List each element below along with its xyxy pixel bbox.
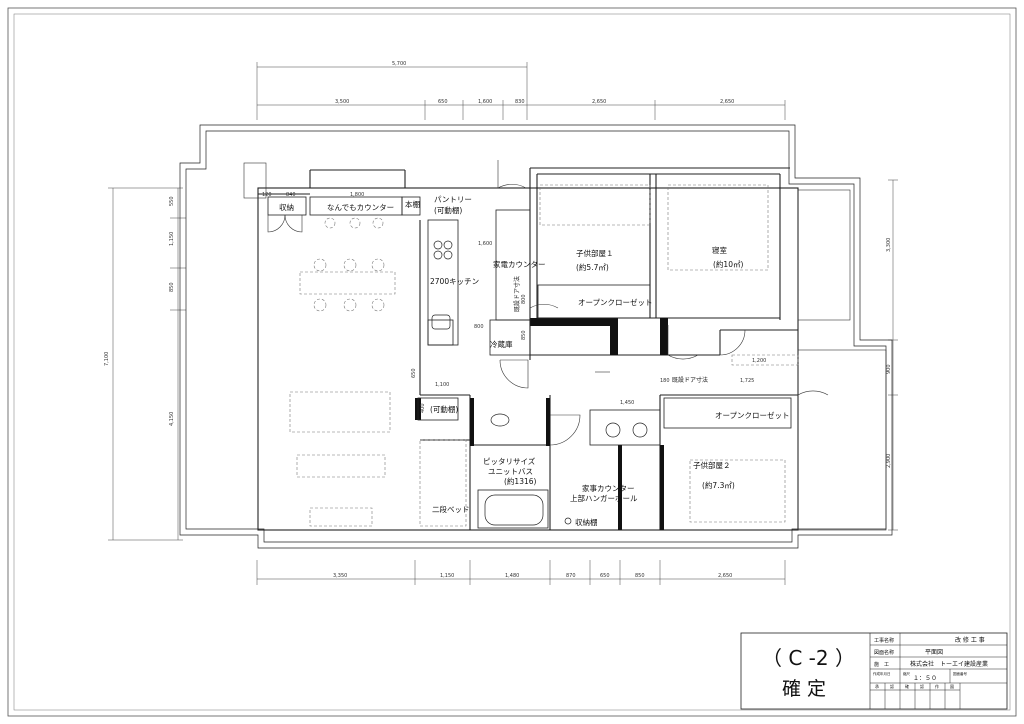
title-row4-scale-label: 縮尺	[903, 671, 911, 676]
dim-top-4: 2,650	[592, 99, 606, 105]
dim-inner-5: 1,725	[740, 378, 754, 384]
label-counter-any: なんでもカウンター	[327, 203, 394, 212]
stamp-status: 確 定	[782, 678, 826, 700]
label-door-note-2: 既設ドア寸法	[513, 276, 521, 312]
label-housework: 家事カウンター	[582, 483, 635, 493]
outer-walls	[179, 124, 893, 549]
dim-bottom-4: 650	[600, 573, 610, 579]
dim-left-1: 1,150	[169, 232, 175, 246]
dim-left-0: 550	[169, 196, 175, 206]
dim-inner-group: 1,800 1,600 1,100 1,450 1,200 1,725 120 …	[262, 192, 766, 413]
label-appliance-counter: 家電カウンター	[493, 259, 546, 269]
dim-top-3: 830	[515, 99, 525, 105]
sheet-border-inner	[13, 13, 1011, 711]
title-row3-label: 施 工	[874, 661, 889, 668]
dim-bottom-6: 2,650	[718, 573, 732, 579]
dim-inner-2: 1,100	[435, 382, 449, 388]
dashed-furniture	[289, 184, 799, 527]
dim-inner-6: 120	[262, 192, 272, 198]
dim-inner-12: 180	[660, 378, 670, 384]
label-pantry-sub: (可動棚)	[434, 205, 462, 215]
label-open-closet-2: オープンクローゼット	[715, 410, 790, 420]
title-row5-4: 作	[935, 683, 939, 689]
dim-right-2: 2,900	[886, 454, 892, 468]
dim-right-group: 3,300 900 2,900	[886, 238, 892, 468]
title-row2-value: 平面図	[925, 649, 943, 656]
dim-inner-8: 800	[474, 324, 484, 330]
dim-top-0: 3,500	[335, 99, 349, 105]
title-row1-value: 改 修 工 事	[955, 636, 985, 644]
dim-left-total: 7,100	[104, 352, 110, 366]
dim-bottom-group: 3,350 1,150 1,480 870 650 850 2,650	[333, 573, 732, 579]
label-bath: ピッタリサイズ	[483, 456, 536, 466]
title-block: （ C -2 ） 確 定 工事名称 改 修 工 事 図面名称 平面図 施 工 株…	[740, 632, 1008, 710]
title-row3-value: 株式会社 トーエイ建設産業	[910, 660, 988, 668]
label-bedroom-area: (約10㎡)	[713, 259, 743, 269]
door-swings	[267, 160, 829, 446]
label-bookshelf: 本棚	[405, 199, 420, 209]
dim-bottom-3: 870	[566, 573, 576, 579]
dim-inner-11: 650	[411, 368, 417, 378]
label-fridge: 冷蔵庫	[490, 339, 513, 349]
title-row1-label: 工事名称	[874, 637, 894, 644]
dim-inner-9: 800	[521, 294, 527, 304]
dim-top-group: 3,500 650 1,600 830 2,650 2,650	[335, 99, 734, 105]
dim-left-2: 850	[169, 282, 175, 292]
dim-right-1: 900	[886, 364, 892, 374]
dim-bottom-0: 3,350	[333, 573, 347, 579]
dim-inner-10: 850	[521, 330, 527, 340]
title-row4-label: 作成年月日	[873, 671, 891, 676]
label-bath-2: ユニットバス	[488, 467, 533, 476]
label-child2: 子供部屋２	[693, 460, 731, 470]
dim-top-2: 1,600	[478, 99, 492, 105]
dim-top-total: 5,700	[392, 61, 406, 67]
dim-top-1: 650	[438, 99, 448, 105]
dim-inner-1: 1,600	[478, 241, 492, 247]
label-door-note-1: 既設ドア寸法	[672, 376, 708, 384]
label-bath-size: (約1316)	[504, 476, 537, 486]
top-dimensions	[256, 62, 786, 120]
title-row5-3: 認	[920, 683, 924, 689]
label-pantry: パントリー	[434, 195, 472, 204]
title-row4-scale: １：５０	[913, 675, 937, 682]
dim-top-5: 2,650	[720, 99, 734, 105]
title-row5-2: 確	[905, 683, 909, 689]
label-storage: 収納	[279, 202, 294, 212]
title-row5-0: 承	[875, 683, 879, 689]
label-child1: 子供部屋１	[576, 248, 614, 258]
side-dimensions	[108, 179, 898, 541]
label-bedroom: 寝室	[712, 245, 727, 255]
dim-inner-3: 1,450	[620, 400, 634, 406]
title-row5-1: 認	[890, 683, 894, 689]
label-hanger: 上部ハンガーポール	[570, 493, 638, 503]
label-child2-area: (約7.3㎡)	[702, 480, 735, 490]
title-row4-drawing-no: 図面番号	[953, 671, 967, 676]
label-open-closet-1: オープンクローゼット	[578, 297, 653, 307]
dim-bottom-2: 1,480	[505, 573, 519, 579]
label-storage-shelf: 収納棚	[575, 517, 598, 527]
dim-left-3: 4,150	[169, 412, 175, 426]
title-row2-label: 図面名称	[874, 649, 894, 656]
stamp-code: （ C -2 ）	[762, 646, 855, 670]
sheet-border-outer	[7, 7, 1017, 717]
balcony-lines	[243, 162, 887, 531]
label-child1-area: (約5.7㎡)	[576, 262, 609, 272]
fixtures	[431, 240, 648, 526]
label-kitchen: 2700キッチン	[430, 277, 479, 286]
label-bunk: 二段ベッド	[432, 504, 470, 514]
dim-inner-0: 1,800	[350, 192, 364, 198]
dim-bottom-5: 850	[635, 573, 645, 579]
dim-bottom-1: 1,150	[440, 573, 454, 579]
bottom-dimensions	[256, 560, 786, 585]
dim-left-group: 550 1,150 850 4,150	[169, 196, 175, 426]
label-movable-shelf: (可動棚)	[430, 404, 458, 414]
counters	[267, 196, 792, 529]
dim-right-0: 3,300	[886, 238, 892, 252]
dim-inner-7: 840	[286, 192, 296, 198]
dim-inner-13: 400	[420, 403, 426, 413]
title-row5-5: 図	[950, 684, 954, 689]
dim-inner-4: 1,200	[752, 358, 766, 364]
